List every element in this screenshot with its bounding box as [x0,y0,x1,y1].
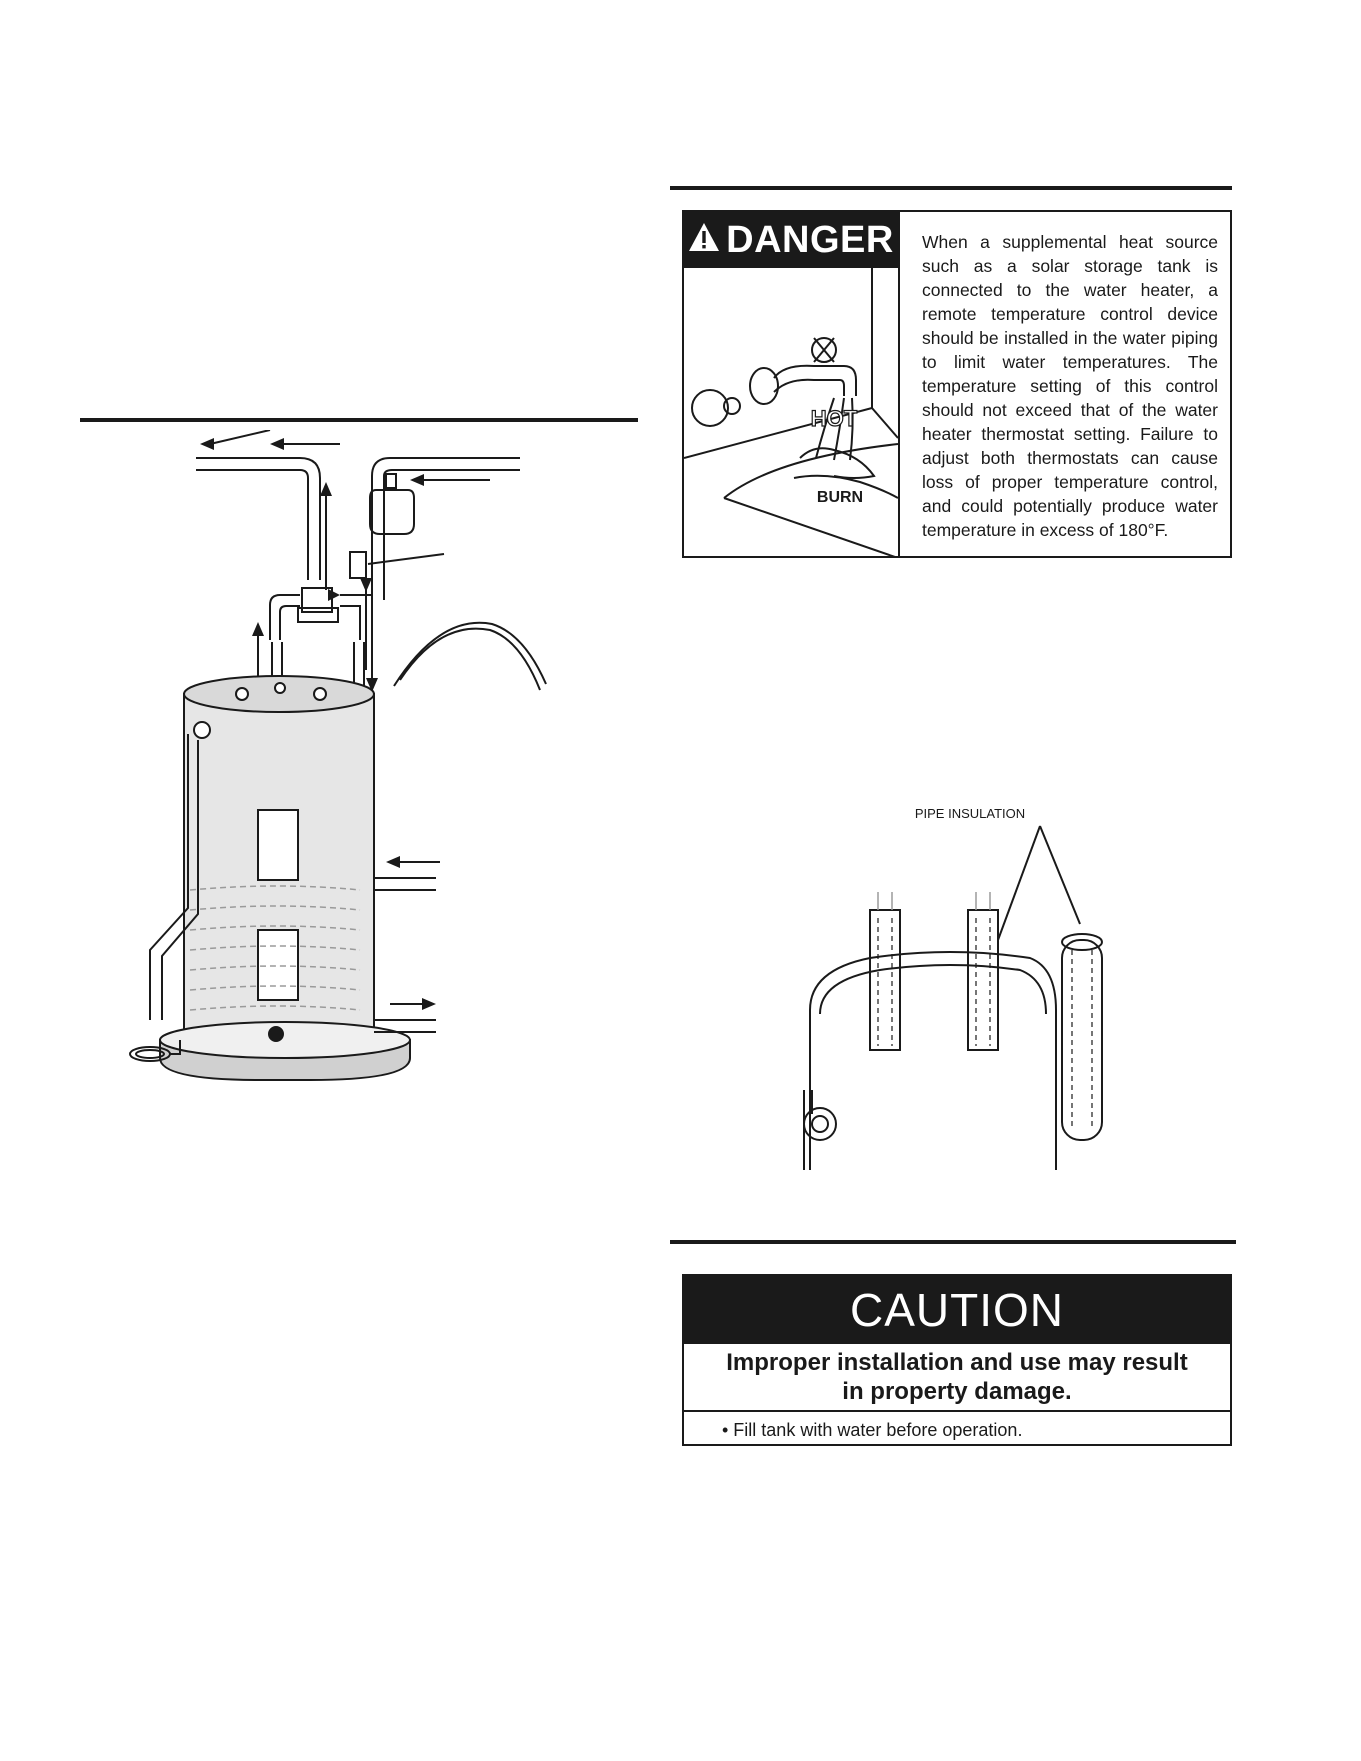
danger-label: DANGER [682,210,1232,558]
danger-message: When a supplemental heat source such as … [922,232,1218,540]
danger-header-text: DANGER [726,218,894,261]
burn-label: BURN [817,489,863,506]
section-rule-left [80,418,638,422]
caution-label: CAUTION Improper installation and use ma… [682,1274,1232,1446]
danger-left-pane: DANGER [684,212,900,556]
caution-subtitle: Improper installation and use may result… [684,1344,1230,1412]
caution-bullet-item: • Fill tank with water before operation. [722,1420,1023,1440]
danger-header: DANGER [684,212,898,268]
warning-triangle-icon [688,219,720,262]
caution-header: CAUTION [684,1276,1230,1344]
pipe-insulation-figure: PIPE INSULATION [803,806,1103,1170]
caution-subtitle-line1: Improper installation and use may result [726,1349,1188,1376]
hot-water-faucet-burn-icon: HOT BURN [684,268,898,556]
section-rule-bottom-right [670,1240,1236,1244]
hot-label: HOT [811,406,858,431]
caution-subtitle-line2: in property damage. [842,1378,1072,1405]
section-rule-top-right [670,186,1232,190]
pipe-insulation-label: PIPE INSULATION [915,806,1025,821]
water-heater-piping-diagram [129,430,547,1081]
